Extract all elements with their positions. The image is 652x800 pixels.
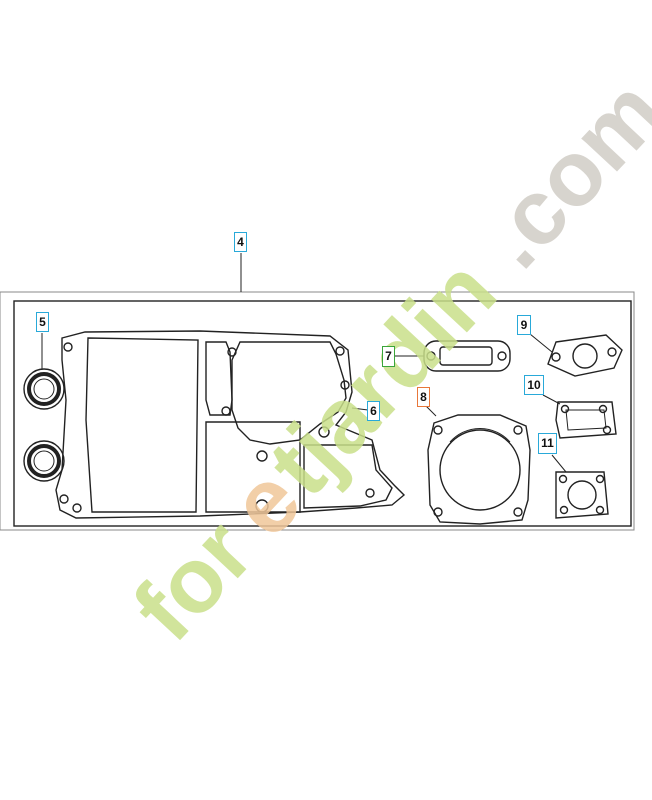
callout-4: 4	[234, 232, 247, 252]
carburetor-gasket-10	[555, 401, 617, 439]
intake-gasket	[547, 334, 623, 377]
gasket-kit-frame	[0, 291, 635, 531]
callout-6: 6	[367, 401, 380, 421]
leader-line-6	[351, 407, 369, 411]
callout-8: 8	[417, 387, 430, 407]
leader-line-9	[529, 333, 553, 353]
cylinder-gasket	[427, 414, 531, 525]
crankcase-gasket	[55, 330, 406, 519]
callout-10: 10	[524, 375, 544, 395]
callout-11: 11	[538, 433, 557, 454]
carburetor-gasket-11	[555, 471, 609, 519]
leader-line-10	[542, 394, 561, 405]
callout-5: 5	[36, 312, 49, 332]
callout-9: 9	[517, 315, 531, 335]
leader-line-11	[551, 454, 567, 473]
muffler-gasket	[423, 340, 511, 372]
seal-ring-lower	[23, 440, 65, 482]
callout-7: 7	[382, 346, 395, 367]
seal-ring-upper	[23, 368, 65, 410]
